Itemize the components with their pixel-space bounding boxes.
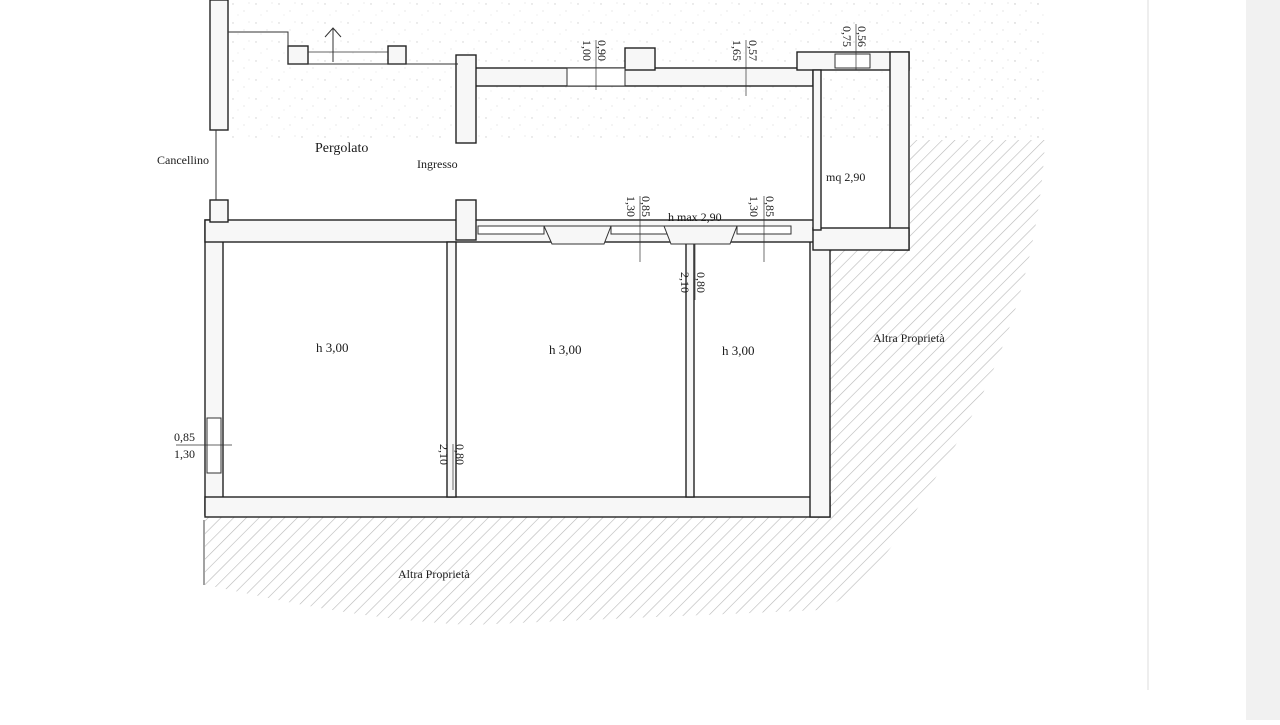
window-top-b-height: 1,65 [730,40,744,61]
pergolato-outline [228,31,458,65]
window-left-width: 0,85 [174,430,195,444]
window-top-a-height: 1,00 [580,40,594,61]
door-bays [543,225,738,245]
dimension-ticks [452,24,857,490]
entry-arrow-head [324,27,342,38]
neighbor-property-hatch [205,140,1045,625]
corridor-height-label: h max 2,90 [668,210,722,224]
room-left-height-label: h 3,00 [316,340,349,355]
window-top-a-width: 0,90 [595,40,609,61]
window-mid-b-width: 0,85 [763,196,777,217]
page-margin-strip [1246,0,1280,720]
walls [204,0,910,518]
window-top-b-width: 0,57 [746,40,760,61]
door-right-width: 0,80 [694,272,708,293]
window-top-c-height: 0,75 [840,26,854,47]
pergolato-label: Pergolato [315,141,368,156]
cancellino-label: Cancellino [157,153,209,167]
window-mid-b-height: 1,30 [747,196,761,217]
door-left-width: 0,80 [453,444,467,465]
door-right-height: 2,10 [678,272,692,293]
ingresso-label: Ingresso [417,157,458,171]
room-center-height-label: h 3,00 [549,342,582,357]
window-top-c-width: 0,56 [855,26,869,47]
window-mid-a-height: 1,30 [624,196,638,217]
window-left-height: 1,30 [174,447,195,461]
outdoor-area-right [905,0,1045,140]
door-left-height: 2,10 [437,444,451,465]
window-mid-a-width: 0,85 [639,196,653,217]
neighbor-south-label: Altra Proprietà [398,567,470,581]
room-right-height-label: h 3,00 [722,343,755,358]
neighbor-east-label: Altra Proprietà [873,331,945,345]
bathroom-area-label: mq 2,90 [826,170,865,184]
